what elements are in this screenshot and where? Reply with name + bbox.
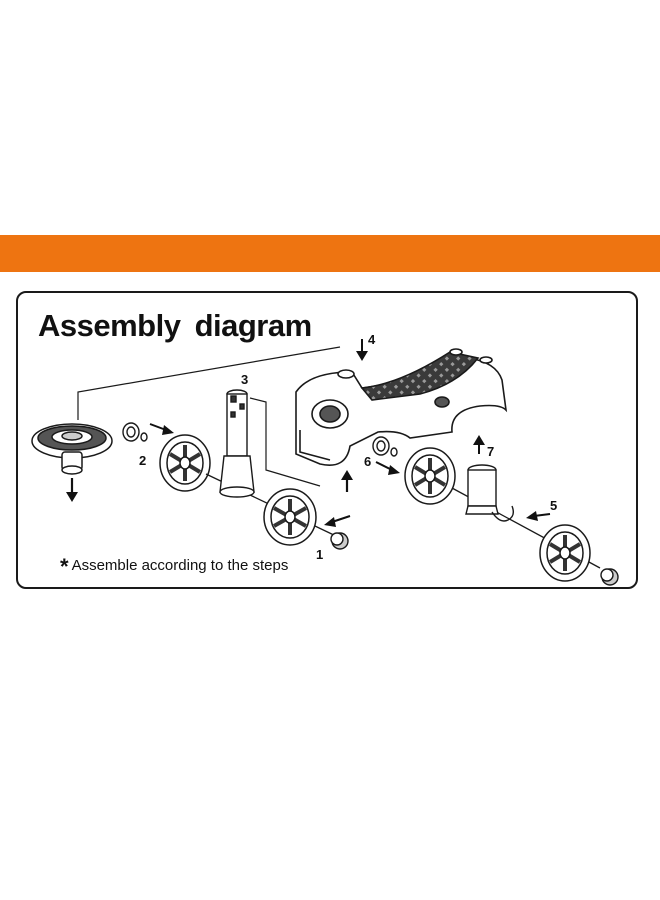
- arrow-up-icon: [341, 470, 353, 492]
- rear-wheel-right: [404, 447, 456, 505]
- step-label-3: 3: [241, 372, 248, 387]
- arrow-up-icon: [473, 435, 485, 454]
- car-body-part: [295, 348, 508, 466]
- assembly-note: *Assemble according to the steps: [60, 554, 288, 580]
- step-label-2: 2: [139, 453, 146, 468]
- arrow-right-icon: [375, 461, 400, 475]
- step-label-5: 5: [550, 498, 557, 513]
- leader-line: [77, 346, 341, 420]
- front-wheel-left: [263, 488, 317, 546]
- asterisk-icon: *: [60, 554, 69, 579]
- step-label-4: 4: [368, 332, 376, 347]
- steering-wheel-part: [31, 423, 113, 475]
- arrow-left-icon: [526, 511, 551, 521]
- axle-cap-part-right: [600, 568, 619, 586]
- orange-header-band: [0, 235, 660, 272]
- panel-title: Assembly diagram: [38, 308, 312, 343]
- arrow-right-icon: [149, 423, 174, 435]
- steering-column-part: [219, 389, 255, 498]
- front-wheel-right: [539, 524, 591, 582]
- step-label-1: 1: [316, 547, 323, 562]
- bracket-line: [249, 397, 321, 487]
- step-label-6: 6: [364, 454, 371, 469]
- bushing-part-right: [372, 436, 398, 457]
- support-post-part: [465, 464, 515, 522]
- rear-wheel-left: [159, 434, 211, 492]
- arrow-down-icon: [356, 339, 368, 361]
- bushing-part-left: [122, 422, 148, 442]
- note-text: Assemble according to the steps: [71, 557, 289, 574]
- step-label-7: 7: [487, 444, 494, 459]
- axle-cap-part: [330, 532, 349, 550]
- arrow-left-icon: [324, 515, 351, 527]
- arrow-down-icon: [66, 478, 78, 502]
